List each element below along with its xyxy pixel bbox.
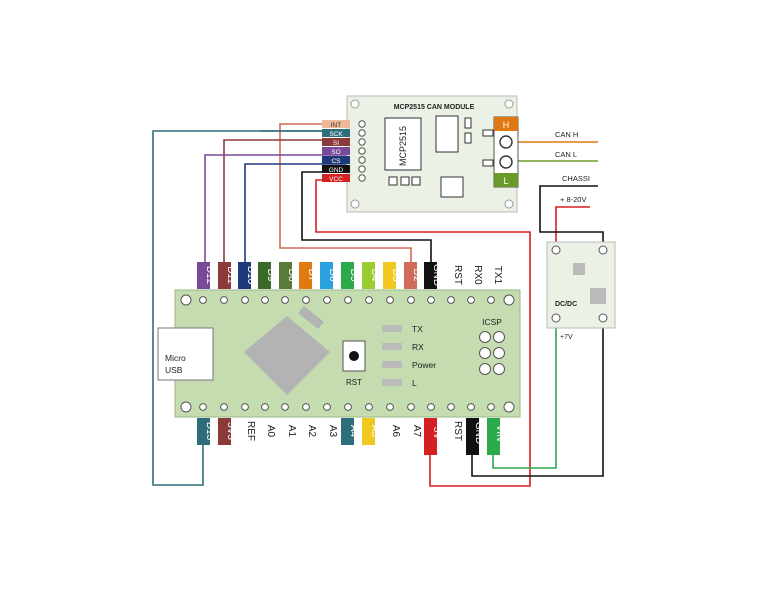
pin-3v3: 3V3 (225, 422, 236, 440)
dcdc-output-label: +7V (560, 334, 573, 341)
can-bus-labels: CAN H CAN L CHASSI + 8-20V (555, 130, 590, 204)
pin-d11: D11 (225, 266, 236, 284)
wire-vin (492, 322, 557, 469)
nano-top-pin-tags: D12 D11 D10 D9 D8 D7 D6 D5 D4 D3 D2 GND … (197, 262, 503, 289)
mcu-chip (244, 316, 330, 395)
pin-a6: A6 (390, 425, 401, 438)
pin-d13: D13 (204, 422, 215, 441)
can-pin-holes (358, 120, 366, 182)
nano-bottom-holes (199, 403, 495, 411)
arduino-nano: Micro USB RST TX RX Power L ICSP (157, 289, 521, 418)
terminal-l (494, 173, 518, 187)
pin-vin: VIN (494, 425, 505, 442)
pin-d2: D2 (411, 269, 422, 282)
wire-gnd-bottom (471, 322, 604, 477)
nano-top-holes (199, 296, 495, 304)
micro-usb-port (157, 327, 214, 381)
pin-a1: A1 (286, 425, 297, 438)
pin-tag-so: SO (331, 149, 340, 156)
icsp-header (479, 331, 505, 375)
pin-a0: A0 (265, 425, 276, 438)
pin-tx1: TX1 (492, 266, 503, 285)
pin-gnd-top: GND (431, 264, 442, 286)
pin-a2: A2 (306, 425, 317, 438)
pin-a4: A4 (348, 425, 359, 438)
icsp-label: ICSP (482, 317, 502, 327)
mcp2515-chip-label: MCP2515 (398, 126, 408, 166)
wire-so (204, 154, 351, 268)
supply-label: + 8-20V (560, 195, 586, 204)
can-module-title: MCP2515 CAN MODULE (394, 104, 475, 111)
pin-rst-top: RST (452, 265, 463, 285)
pin-d12: D12 (204, 266, 215, 285)
wire-gnd (301, 171, 432, 268)
nano-bottom-pin-tags: D13 3V3 REF A0 A1 A2 A3 A4 A5 A6 A7 5V R… (197, 418, 505, 455)
pin-d7: D7 (306, 269, 317, 282)
micro-usb-label-line2: USB (165, 365, 183, 375)
pin-rx0: RX0 (472, 265, 483, 285)
chassi-label: CHASSI (562, 174, 590, 183)
terminal-l-label: L (503, 176, 508, 186)
reset-label: RST (346, 378, 362, 387)
wire-chassi (539, 185, 604, 245)
wire-vcc (315, 179, 531, 487)
can-l-label: CAN L (555, 150, 577, 159)
pin-d6: D6 (327, 269, 338, 282)
pin-tag-sck: SCK (329, 131, 343, 138)
pin-5v: 5V (431, 427, 442, 440)
wire-int (279, 123, 412, 268)
dcdc-label: DC/DC (555, 301, 577, 308)
led-tx-label: TX (412, 324, 423, 334)
pin-a5: A5 (369, 425, 380, 438)
micro-usb-label-line1: Micro (165, 353, 186, 363)
can-module: MCP2515 CAN MODULE MCP2515 H L (346, 95, 519, 213)
pin-d9: D9 (265, 269, 276, 282)
wire-supply (555, 206, 590, 245)
wire-cs (244, 163, 351, 268)
pin-d8: D8 (286, 269, 297, 282)
pin-tag-vcc: VCC (329, 176, 343, 183)
pin-tag-gnd: GND (329, 167, 344, 174)
wire-d13 (152, 130, 351, 486)
pin-d4: D4 (369, 269, 380, 282)
can-h-label: CAN H (555, 130, 578, 139)
pin-ref: REF (245, 421, 256, 441)
pin-tag-cs: CS (331, 158, 341, 165)
wires (152, 123, 604, 487)
led-rx-label: RX (412, 342, 424, 352)
wire-si (223, 139, 351, 268)
terminal-h (494, 117, 518, 131)
pin-d10: D10 (245, 266, 256, 285)
pin-d3: D3 (390, 269, 401, 282)
pin-gnd-bottom: GND (473, 422, 484, 444)
pin-rst-bottom: RST (452, 421, 463, 441)
dcdc-module: DC/DC +7V (546, 241, 616, 341)
pin-a7: A7 (411, 425, 422, 438)
can-pin-tags: INT SCK SI SO CS GND VCC (322, 120, 350, 183)
led-power-label: Power (412, 360, 436, 370)
terminal-h-label: H (503, 120, 510, 130)
pin-tag-int: INT (331, 122, 342, 129)
led-l-label: L (412, 378, 417, 388)
pin-tag-si: SI (333, 140, 339, 147)
pin-a3: A3 (327, 425, 338, 438)
pin-d5: D5 (348, 269, 359, 282)
